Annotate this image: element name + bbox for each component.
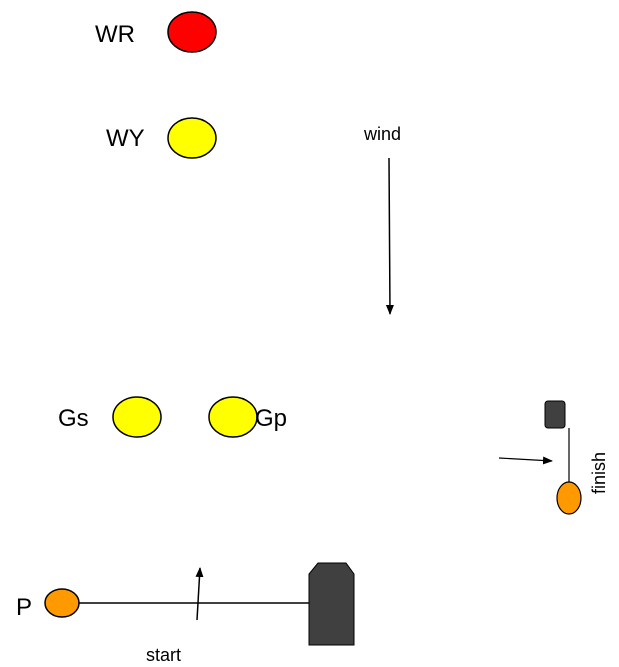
finish-boat: [544, 400, 566, 429]
finish-arrow: [498, 456, 553, 465]
mark-gs: [112, 396, 162, 438]
start-direction-arrow: [195, 567, 204, 621]
finish-label: finish: [589, 452, 609, 494]
mark-p: [44, 588, 80, 618]
mark-gp-label: Gp: [255, 405, 287, 432]
mark-wr: [167, 11, 217, 53]
mark-gp: [208, 396, 258, 438]
finish-pin-mark: [556, 481, 582, 515]
mark-wy: [167, 117, 217, 159]
mark-p-label: P: [16, 594, 32, 621]
wind-label: wind: [363, 124, 401, 144]
wind-arrow: [385, 157, 394, 315]
mark-gs-label: Gs: [58, 405, 89, 432]
start-label: start: [146, 645, 181, 665]
mark-wy-label: WY: [106, 125, 145, 152]
committee-boat: [308, 562, 355, 646]
mark-wr-label: WR: [95, 21, 135, 48]
